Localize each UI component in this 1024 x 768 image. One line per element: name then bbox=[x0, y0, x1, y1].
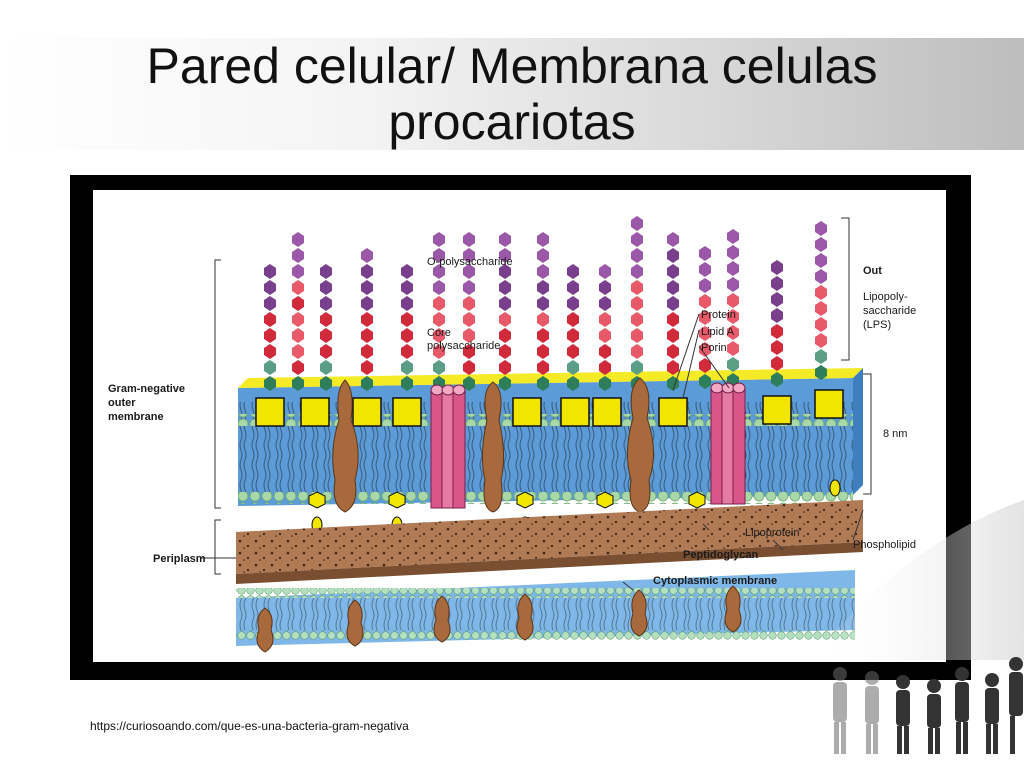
label-lps-3: (LPS) bbox=[863, 319, 891, 331]
outer-membrane bbox=[238, 368, 863, 506]
annotation-lines bbox=[201, 217, 872, 591]
label-protein: Protein bbox=[701, 309, 736, 321]
lps-chain bbox=[699, 246, 711, 389]
lps-chain bbox=[361, 248, 373, 391]
label-gram-negative-3: membrane bbox=[108, 411, 164, 423]
label-lps-2: saccharide bbox=[863, 305, 916, 317]
lps-chains bbox=[264, 216, 827, 391]
label-polysaccharide: polysaccharide bbox=[427, 340, 500, 352]
label-8nm: 8 nm bbox=[883, 428, 907, 440]
porin-right bbox=[710, 382, 746, 505]
label-lipid-a: Lipid A bbox=[701, 326, 735, 338]
lipid-a-squares bbox=[255, 389, 844, 427]
lps-chain bbox=[292, 232, 304, 391]
lps-chain bbox=[771, 260, 783, 387]
title-band bbox=[0, 38, 1024, 150]
gram-negative-cell-wall-diagram: O-polysaccharide Core polysaccharide Out… bbox=[108, 216, 916, 653]
cytoplasmic-membrane bbox=[236, 570, 855, 653]
label-out: Out bbox=[863, 265, 882, 277]
slide-title: Pared celular/ Membrana celulas procario… bbox=[40, 38, 984, 150]
lps-chain bbox=[499, 232, 511, 391]
lps-chain bbox=[433, 232, 445, 391]
lps-chain bbox=[631, 216, 643, 391]
lps-chain bbox=[320, 264, 332, 391]
lps-chain bbox=[264, 264, 276, 391]
lps-chain bbox=[567, 264, 579, 391]
label-peptidoglycan: Peptidoglycan bbox=[683, 549, 758, 561]
label-periplasm: Periplasm bbox=[153, 553, 206, 565]
lps-chain bbox=[727, 229, 739, 388]
label-gram-negative-1: Gram-negative bbox=[108, 383, 185, 395]
figure-frame: O-polysaccharide Core polysaccharide Out… bbox=[70, 175, 971, 680]
label-core: Core bbox=[427, 327, 451, 339]
lps-chain bbox=[599, 264, 611, 391]
porin-left bbox=[430, 384, 466, 509]
label-gram-negative-2: outer bbox=[108, 397, 136, 409]
label-lipoprotein: Lipoprotein bbox=[745, 527, 799, 539]
title-line-2: procariotas bbox=[388, 94, 636, 150]
label-lps-1: Lipopoly- bbox=[863, 291, 908, 303]
source-url: https://curiosoando.com/que-es-una-bacte… bbox=[90, 719, 409, 733]
label-cytoplasmic-membrane: Cytoplasmic membrane bbox=[653, 575, 777, 587]
lps-chain bbox=[667, 232, 679, 391]
label-o-polysaccharide: O-polysaccharide bbox=[427, 256, 513, 268]
lps-chain bbox=[463, 232, 475, 391]
membrane-proteins bbox=[332, 377, 655, 513]
lps-chain bbox=[815, 221, 827, 380]
peptidoglycan-layer bbox=[236, 500, 863, 584]
lps-chain bbox=[401, 264, 413, 391]
label-phospholipid: Phospholipid bbox=[853, 539, 916, 551]
label-porin: Porin bbox=[701, 342, 727, 354]
decorative-people-silhouettes bbox=[810, 500, 1024, 754]
diagram-panel: O-polysaccharide Core polysaccharide Out… bbox=[93, 190, 946, 662]
title-line-1: Pared celular/ Membrana celulas bbox=[146, 38, 878, 94]
lps-chain bbox=[537, 232, 549, 391]
